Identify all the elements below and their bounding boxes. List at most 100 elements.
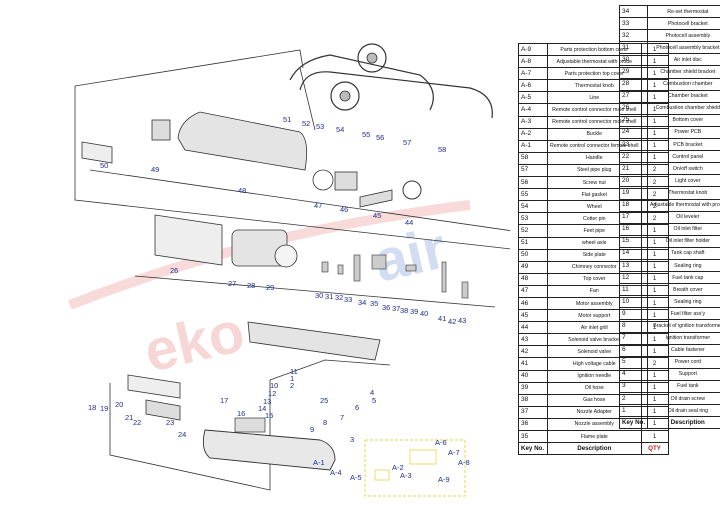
parts-key-no: 48 [518,272,548,286]
callout-label: 45 [373,211,381,220]
pcb-part [145,399,181,421]
parts-key-no: A-6 [518,79,548,93]
callout-label: 39 [410,307,418,316]
parts-key-no: 5 [618,355,649,369]
chimney-connector-part [151,119,171,141]
callout-label: A-7 [448,448,460,457]
parts-key-no: 9 [618,307,649,321]
callout-label: 57 [403,138,411,147]
callout-label: 19 [100,404,108,413]
callout-label: 25 [320,396,328,405]
parts-description: Support [647,367,720,381]
header-qty: QTY [640,442,669,456]
callout-label: 7 [340,413,344,422]
watermark-eko: eko [138,299,250,385]
parts-description: Adjustable thermostat with probe [647,198,720,212]
callout-label: 10 [270,381,278,390]
parts-description: Air inlet disc [647,53,720,67]
callout-label: 51 [283,115,291,124]
parts-key-no: 20 [618,174,649,188]
frame-base-left [109,380,271,491]
callout-label: 40 [420,309,428,318]
parts-key-no: 41 [518,357,548,371]
parts-key-no: 26 [618,101,649,115]
callout-label: A-8 [458,458,470,467]
parts-key-no: 39 [518,381,548,395]
callout-label: 27 [228,279,236,288]
parts-key-no: 15 [618,234,649,248]
header-description: Description [647,416,720,430]
callout-label: A-3 [400,471,412,480]
callout-label: 38 [400,306,408,315]
callout-label: A-1 [313,458,325,467]
frame-left-line [74,86,510,250]
parts-key-no: 58 [518,151,548,165]
feet-pipe-part [299,71,493,119]
flame-plate-part [353,254,361,282]
parts-key-no: 36 [518,417,548,432]
fuel-tank-part [202,429,336,471]
parts-description: Bracket of ignition transformer [647,319,720,333]
parts-key-no: 25 [618,113,649,127]
parts-description: Control panel [647,150,720,164]
ignition-needle-part [405,264,417,272]
callout-label: 8 [323,418,327,427]
parts-description: Fuel filter ass'y [647,307,720,321]
wheel-hub-a [366,52,378,64]
parts-key-no: 2 [618,391,649,406]
axis-line-upper [89,169,510,231]
parts-key-no: 13 [618,258,649,273]
callout-label: 52 [302,119,310,128]
parts-key-no: 55 [518,188,548,202]
parts-description: Tank cap shaft [647,246,720,260]
parts-key-no: 31 [618,41,649,55]
parts-description: Oil inlet filter holder [647,234,720,248]
callout-label: 35 [370,299,378,308]
parts-key-no: 53 [518,212,548,226]
callout-label: 26 [170,266,178,275]
parts-key-no: 33 [618,17,649,31]
parts-key-no: 8 [618,319,649,333]
detail-inset-box [364,439,466,497]
inset-thermostat-part [409,449,437,465]
callout-label: 2 [290,381,294,390]
callout-label: 33 [344,295,352,304]
parts-description: Photocell assembly bracket [647,41,720,55]
callout-label: 34 [358,298,366,307]
parts-key-no: 28 [618,77,649,91]
parts-key-no: 27 [618,89,649,103]
motor-part [334,171,358,191]
parts-key-no: A-1 [518,139,548,153]
callout-label: 21 [125,413,133,422]
callout-label: 36 [382,303,390,312]
callout-label: 1 [290,374,294,383]
header-key-no: Key No. [518,442,548,456]
parts-key-no: 38 [518,393,548,407]
parts-key-no: A-5 [518,91,548,105]
parts-key-no: 57 [518,163,548,178]
callout-label: 48 [238,186,246,195]
callout-label: 43 [458,316,466,325]
wheel-part-b [330,81,360,111]
parts-key-no: 46 [518,296,548,311]
parts-description: Chamber bracket [647,89,720,103]
callout-label: 41 [438,314,446,323]
parts-key-no: 45 [518,309,548,323]
parts-key-no: 51 [518,236,548,250]
